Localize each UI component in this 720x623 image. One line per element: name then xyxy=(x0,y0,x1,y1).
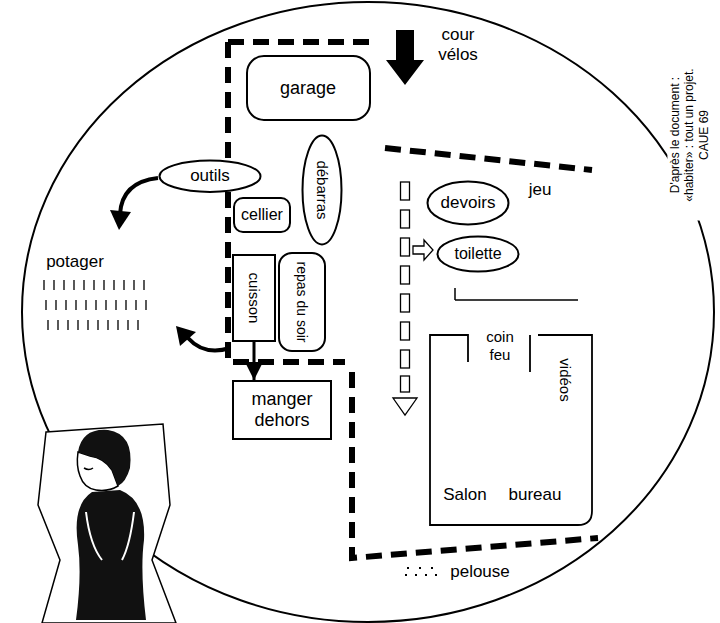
garden-arrow xyxy=(188,338,230,350)
room-name: cuisson xyxy=(245,273,262,324)
ellipse-shape xyxy=(303,136,342,245)
room-name: manger dehors xyxy=(242,389,322,430)
frame-ellipse xyxy=(22,2,714,622)
circulation-dash xyxy=(401,210,410,228)
area-label: coin feu xyxy=(476,328,524,364)
area-label: bureau xyxy=(509,485,562,505)
room-name: outils xyxy=(190,166,230,186)
hollow-arrow xyxy=(413,240,433,260)
entrance-arrow xyxy=(386,30,424,85)
area-label: potager xyxy=(46,252,104,272)
circulation-dash xyxy=(401,238,410,256)
dashed-wall xyxy=(228,39,372,45)
node-text-block: devoirs xyxy=(441,193,496,213)
zone-ellipse: toilette xyxy=(436,235,520,273)
circulation-dash xyxy=(401,376,410,392)
circulation-dash xyxy=(401,350,410,368)
area-label: jeu xyxy=(529,180,552,200)
node-text-block: cuisson xyxy=(245,273,262,324)
room-box: garage xyxy=(246,55,371,121)
room-box: cuisson xyxy=(232,254,276,342)
area-label: vidéos xyxy=(556,358,574,401)
garden-rows xyxy=(44,280,146,330)
circulation-dash xyxy=(401,322,410,340)
circulation-dash xyxy=(401,182,410,200)
circulation-dash xyxy=(401,266,410,284)
area-label: cour vélos xyxy=(432,25,484,66)
flow-arrow xyxy=(253,342,256,380)
circulation-dash xyxy=(401,294,410,312)
room-name: débarras xyxy=(313,160,330,219)
node-text-block: toilette xyxy=(454,245,501,263)
person-frame xyxy=(38,424,176,623)
room-box: manger dehors xyxy=(232,380,332,440)
person-hair xyxy=(78,430,131,486)
garden-arrowhead xyxy=(176,326,196,346)
lawn-dots xyxy=(405,568,437,575)
partition-line xyxy=(455,288,578,300)
person-body xyxy=(76,490,146,620)
ellipse-shape xyxy=(160,160,261,191)
node-text-block: manger dehors xyxy=(242,389,322,430)
garden-arrowhead xyxy=(110,210,131,230)
zone-ellipse: outils xyxy=(158,159,262,193)
area-label: pelouse xyxy=(450,562,510,582)
node-text-block: outils xyxy=(190,166,230,186)
area-label: Salon xyxy=(443,485,486,505)
person-eye xyxy=(84,468,93,470)
node-text-block: cellier xyxy=(241,206,283,224)
room-name: repas du soir xyxy=(294,262,310,343)
garden-arrow xyxy=(120,178,158,214)
zone-ellipse: débarras xyxy=(301,134,343,246)
room-name: devoirs xyxy=(441,193,496,213)
room-name: toilette xyxy=(454,245,501,263)
room-box: cellier xyxy=(233,197,291,233)
dashed-wall xyxy=(385,148,592,170)
zone-ellipse: devoirs xyxy=(426,180,510,226)
room-box: repas du soir xyxy=(278,252,326,352)
ellipse-shape xyxy=(428,182,509,225)
circulation-arrowhead xyxy=(393,398,417,415)
room-name: garage xyxy=(280,78,336,99)
person-arms xyxy=(86,512,134,560)
living-room-outline xyxy=(430,335,592,525)
ellipse-shape xyxy=(438,237,519,272)
node-text-block: garage xyxy=(280,78,336,99)
node-text-block: débarras xyxy=(313,160,330,219)
node-text-block: repas du soir xyxy=(294,262,310,343)
room-name: cellier xyxy=(241,206,283,224)
source-note: D'après le document : «habiter» : tout u… xyxy=(667,50,712,221)
